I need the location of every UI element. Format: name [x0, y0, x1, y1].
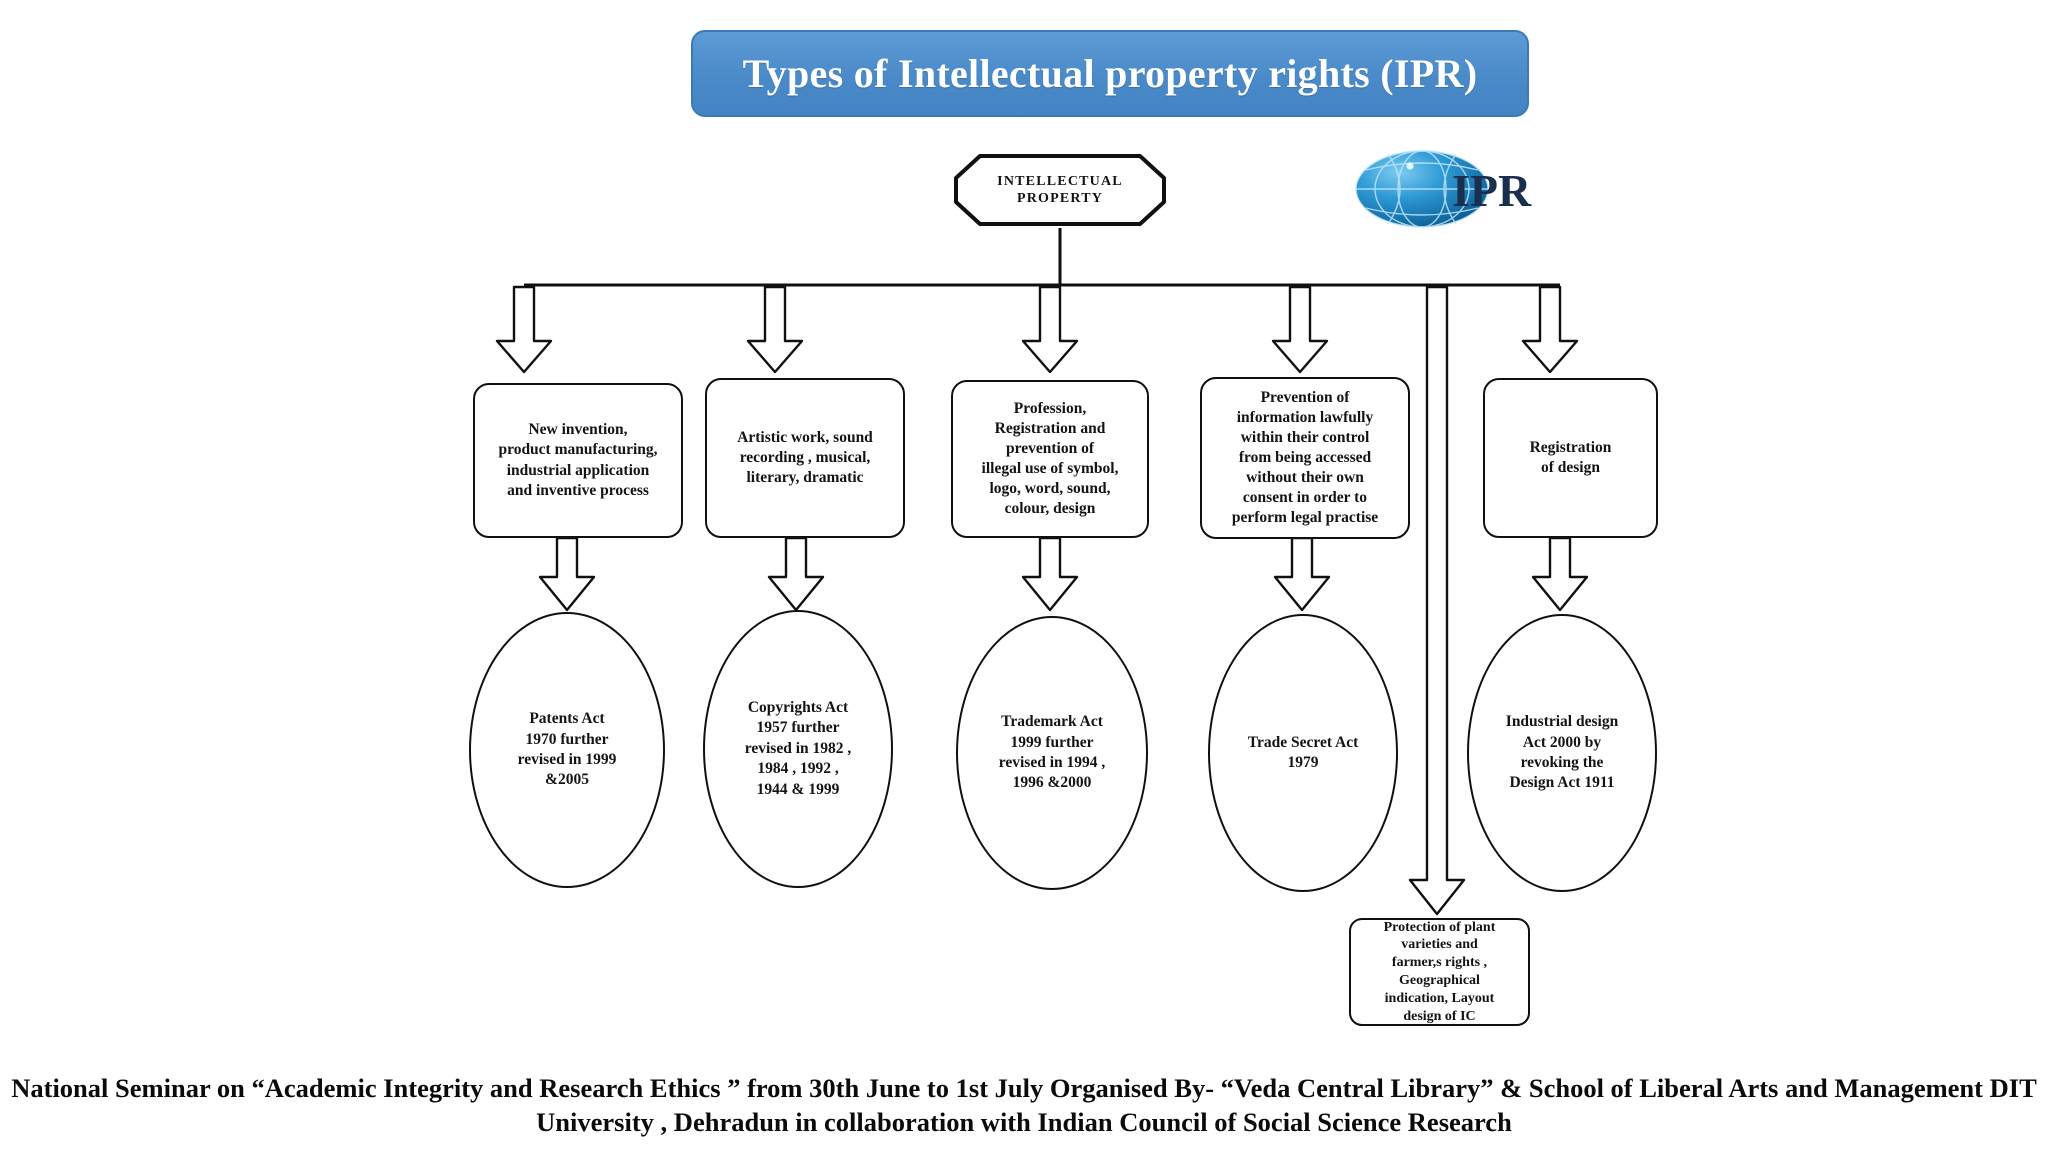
act-ellipse-patents[interactable]: Patents Act 1970 further revised in 1999…	[469, 612, 665, 888]
octagon-shape	[954, 154, 1166, 226]
act-ellipse-trademark[interactable]: Trademark Act 1999 further revised in 19…	[956, 616, 1148, 890]
act-ellipse-trade-secret[interactable]: Trade Secret Act 1979	[1208, 614, 1398, 892]
page-title: Types of Intellectual property rights (I…	[742, 51, 1478, 96]
footer: National Seminar on “Academic Integrity …	[0, 1071, 2048, 1140]
arrow-copyright-to-copyrights-act	[767, 536, 825, 612]
ipr-logo: IPR	[1352, 148, 1554, 230]
arrow-bus-to-other-rights	[1408, 285, 1466, 916]
act-ellipse-trademark-text: Trademark Act 1999 further revised in 19…	[998, 713, 1106, 792]
other-rights-box[interactable]: Protection of plant varieties and farmer…	[1349, 918, 1530, 1026]
category-box-trademark[interactable]: Profession, Registration and prevention …	[951, 380, 1149, 538]
arrow-bus-to-patent	[495, 285, 553, 374]
footer-line-2: University , Dehradun in collaboration w…	[536, 1107, 1512, 1138]
category-box-patent[interactable]: New invention, product manufacturing, in…	[473, 383, 683, 538]
category-box-trade-secret[interactable]: Prevention of information lawfully withi…	[1200, 377, 1410, 539]
act-ellipse-industrial-design[interactable]: Industrial design Act 2000 by revoking t…	[1467, 614, 1657, 892]
ipr-logo-text: IPR	[1452, 165, 1532, 216]
other-rights-box-text: Protection of plant varieties and farmer…	[1383, 919, 1496, 1024]
arrow-bus-to-industrial-design	[1521, 285, 1579, 374]
arrow-patent-to-patents-act	[538, 536, 596, 612]
footer-line-1: National Seminar on “Academic Integrity …	[11, 1073, 2037, 1103]
arrow-bus-to-copyright	[746, 285, 804, 374]
title-banner: Types of Intellectual property rights (I…	[691, 30, 1529, 117]
arrow-trade-secret-to-trade-secret-act	[1273, 536, 1331, 612]
act-ellipse-trade-secret-text: Trade Secret Act 1979	[1247, 733, 1359, 771]
category-box-patent-text: New invention, product manufacturing, in…	[498, 421, 658, 499]
arrow-industrial-design-to-design-act	[1531, 536, 1589, 612]
category-box-industrial-design[interactable]: Registration of design	[1483, 378, 1658, 538]
arrow-bus-to-trademark	[1021, 285, 1079, 374]
arrow-trademark-to-trademark-act	[1021, 536, 1079, 612]
root-node: INTELLECTUAL PROPERTY	[952, 152, 1168, 228]
category-box-copyright-text: Artistic work, sound recording , musical…	[737, 428, 873, 487]
act-ellipse-industrial-design-text: Industrial design Act 2000 by revoking t…	[1505, 713, 1619, 792]
category-box-industrial-design-text: Registration of design	[1529, 438, 1612, 476]
act-ellipse-copyrights-text: Copyrights Act 1957 further revised in 1…	[744, 698, 852, 798]
act-ellipse-patents-text: Patents Act 1970 further revised in 1999…	[517, 710, 617, 789]
act-ellipse-copyrights[interactable]: Copyrights Act 1957 further revised in 1…	[703, 610, 893, 888]
arrow-bus-to-trade-secret	[1271, 285, 1329, 374]
category-box-copyright[interactable]: Artistic work, sound recording , musical…	[705, 378, 905, 538]
category-box-trade-secret-text: Prevention of information lawfully withi…	[1231, 388, 1379, 527]
category-box-trademark-text: Profession, Registration and prevention …	[981, 399, 1119, 518]
